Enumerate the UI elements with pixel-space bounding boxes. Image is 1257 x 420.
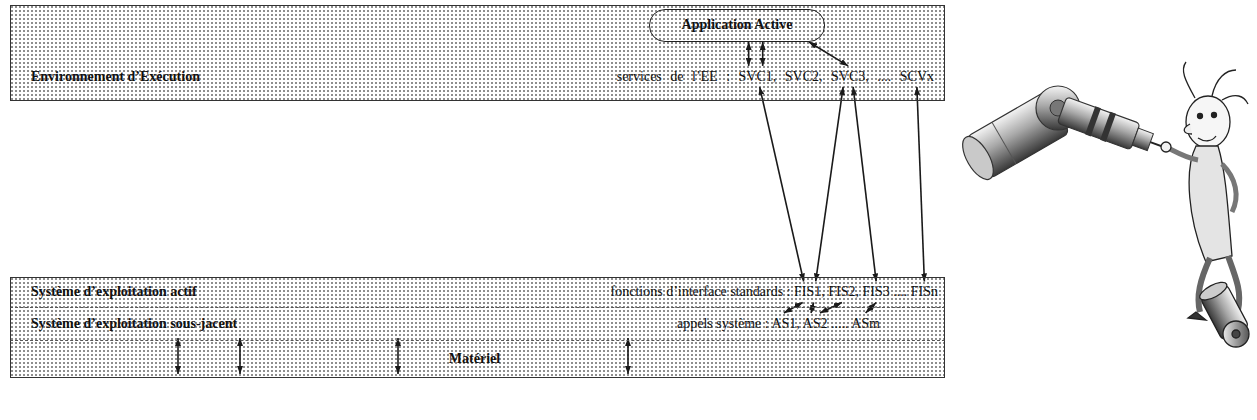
function-list: fonctions d’interface standards : FIS1, … (611, 284, 938, 300)
call-arrow (748, 42, 750, 66)
call-arrow (760, 87, 804, 282)
layer-label: Matériel (449, 351, 500, 367)
call-arrow (809, 42, 848, 66)
call-arrow (917, 87, 925, 282)
call-arrow (239, 338, 241, 374)
robot-arm (956, 86, 1174, 184)
application-box: Application Active (649, 9, 825, 42)
os-layer-band: Système d’exploitation actif fonctions d’… (10, 277, 945, 308)
layer-label: Système d’exploitation sous-jacent (31, 316, 237, 332)
call-arrow (397, 338, 399, 374)
layer-label: Système d’exploitation actif (31, 284, 197, 300)
cartoon-figure (1161, 62, 1249, 347)
execution-environment-band: Application ActiveEnvironnement d’Exécut… (10, 5, 945, 101)
function-list: services de l’EE : SVC1, SVC2, SVC3, ...… (617, 69, 934, 85)
call-arrow (816, 87, 843, 282)
call-arrow (177, 338, 179, 374)
call-arrow (627, 338, 629, 374)
call-arrow (853, 87, 876, 282)
function-list: appels système : AS1, AS2 ..... ASm (677, 316, 880, 332)
dotted-ground (10, 5, 945, 101)
layer-label: Environnement d’Exécution (31, 69, 200, 85)
hardware-band: Matériel (10, 341, 945, 378)
os-layer-band: Système d’exploitation sous-jacent appels… (10, 308, 945, 341)
layer-label: Application Active (682, 17, 793, 33)
call-arrow (762, 42, 764, 66)
